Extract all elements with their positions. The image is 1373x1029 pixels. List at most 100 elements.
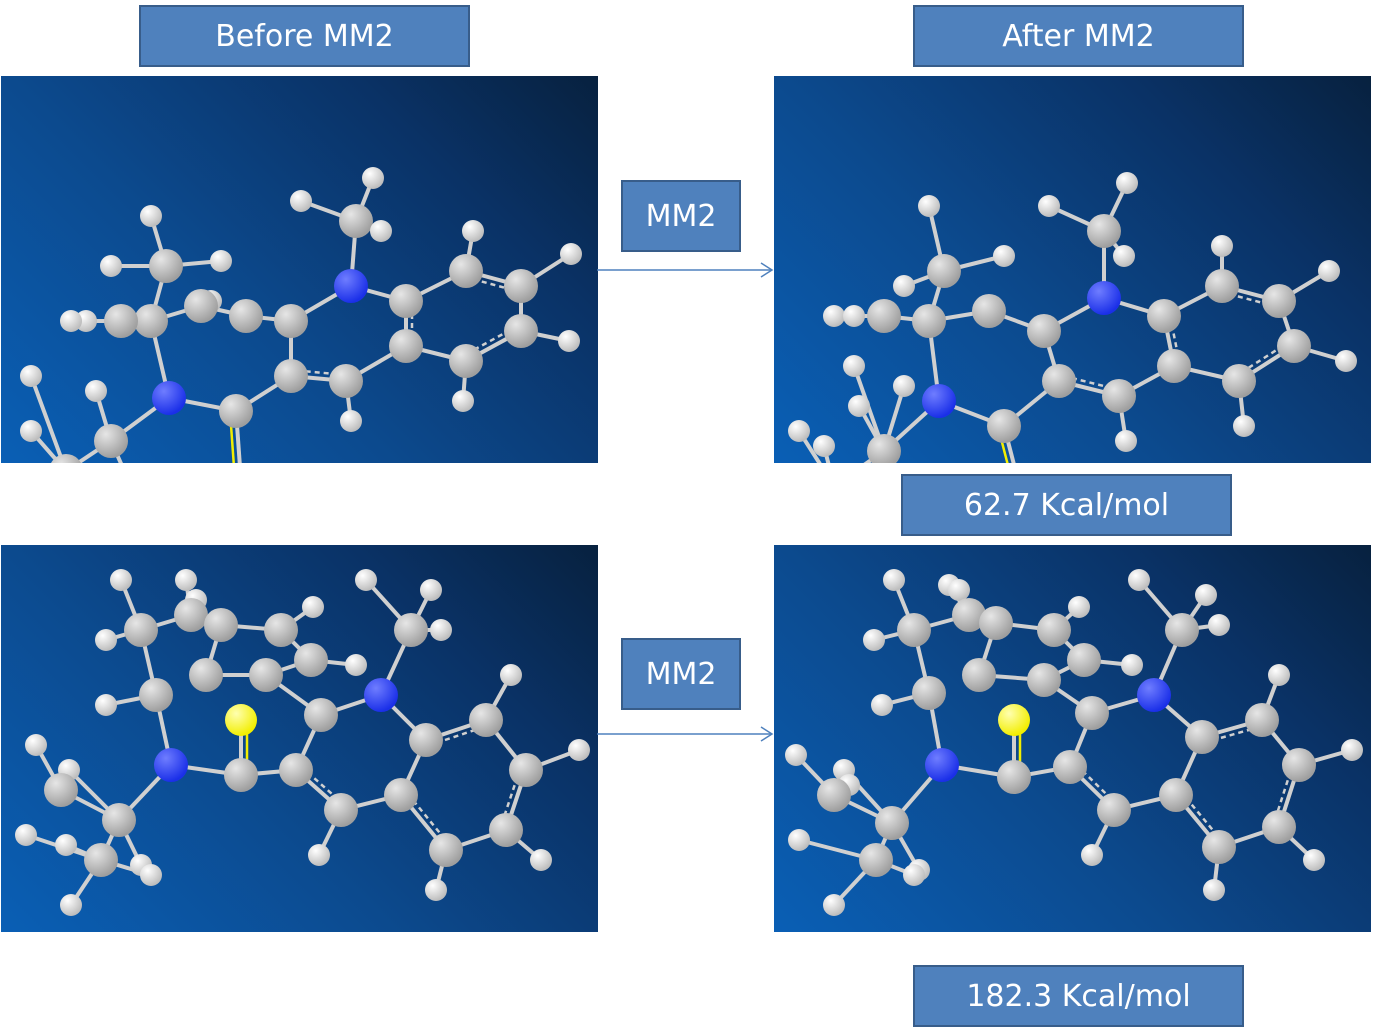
carbon-atom [44, 773, 78, 807]
hydrogen-atom [1068, 596, 1090, 618]
carbon-atom [139, 678, 173, 712]
hydrogen-atom [788, 829, 810, 851]
hydrogen-atom [823, 894, 845, 916]
nitrogen-atom [1087, 281, 1121, 315]
hydrogen-atom [848, 395, 870, 417]
hydrogen-atom [95, 629, 117, 651]
hydrogen-atom [1116, 172, 1138, 194]
energy-label-bottom: 182.3 Kcal/mol [913, 965, 1244, 1027]
carbon-atom [1147, 299, 1181, 333]
hydrogen-atom [60, 310, 82, 332]
carbon-atom [469, 703, 503, 737]
hydrogen-atom [290, 190, 312, 212]
carbon-atom [304, 698, 338, 732]
before-mm2-text: Before MM2 [215, 18, 394, 54]
energy-text-bottom: 182.3 Kcal/mol [966, 978, 1191, 1014]
hydrogen-atom [871, 694, 893, 716]
energy-label-top: 62.7 Kcal/mol [901, 474, 1232, 536]
hydrogen-atom [1128, 569, 1150, 591]
carbon-atom [102, 803, 136, 837]
molecule-top-before-panel [1, 76, 598, 463]
carbon-atom [859, 843, 893, 877]
hydrogen-atom [308, 844, 330, 866]
after-mm2-text: After MM2 [1002, 18, 1155, 54]
molecule-bottom-before-panel [1, 545, 598, 932]
hydrogen-atom [500, 664, 522, 686]
hydrogen-atom [893, 375, 915, 397]
hydrogen-atom [843, 355, 865, 377]
hydrogen-atom [530, 849, 552, 871]
hydrogen-atom [140, 864, 162, 886]
hydrogen-atom [355, 569, 377, 591]
hydrogen-atom [948, 579, 970, 601]
carbon-atom [224, 758, 258, 792]
carbon-atom [394, 613, 428, 647]
hydrogen-atom [302, 596, 324, 618]
carbon-atom [94, 424, 128, 458]
nitrogen-atom [154, 748, 188, 782]
carbon-atom [1262, 284, 1296, 318]
hydrogen-atom [893, 275, 915, 297]
carbon-atom [274, 359, 308, 393]
hydrogen-atom [918, 195, 940, 217]
hydrogen-atom [1208, 614, 1230, 636]
carbon-atom [504, 269, 538, 303]
carbon-atom [389, 329, 423, 363]
carbon-atom [409, 723, 443, 757]
carbon-atom [912, 676, 946, 710]
hydrogen-atom [1115, 430, 1137, 452]
carbon-atom [867, 434, 901, 463]
before-mm2-label: Before MM2 [139, 5, 470, 67]
carbon-atom [51, 454, 81, 463]
molecule-bottom-after-panel [774, 545, 1371, 932]
carbon-atom [294, 643, 328, 677]
hydrogen-atom [15, 824, 37, 846]
hydrogen-atom [1303, 849, 1325, 871]
hydrogen-atom [20, 420, 42, 442]
hydrogen-atom [110, 569, 132, 591]
hydrogen-atom [95, 694, 117, 716]
sulfur-atom [225, 704, 257, 736]
hydrogen-atom [560, 243, 582, 265]
hydrogen-atom [362, 167, 384, 189]
arrow-bottom [597, 726, 774, 742]
hydrogen-atom [175, 569, 197, 591]
carbon-atom [1067, 643, 1101, 677]
carbon-atom [1027, 663, 1061, 697]
molecule-bottom-before [15, 569, 590, 916]
mm2-step-box-top: MM2 [621, 180, 741, 252]
carbon-atom [1087, 214, 1121, 248]
arrow-top [597, 262, 774, 278]
carbon-atom [279, 753, 313, 787]
hydrogen-atom [370, 220, 392, 242]
carbon-atom [1282, 748, 1316, 782]
hydrogen-atom [340, 410, 362, 432]
carbon-atom [1159, 778, 1193, 812]
after-mm2-label: After MM2 [913, 5, 1244, 67]
carbon-atom [1185, 720, 1219, 754]
hydrogen-atom [100, 255, 122, 277]
carbon-atom [1202, 830, 1236, 864]
nitrogen-atom [922, 384, 956, 418]
hydrogen-atom [1341, 739, 1363, 761]
hydrogen-atom [903, 864, 925, 886]
carbon-atom [972, 294, 1006, 328]
carbon-atom [489, 813, 523, 847]
carbon-atom [1053, 750, 1087, 784]
carbon-atom [149, 249, 183, 283]
hydrogen-atom [1081, 844, 1103, 866]
carbon-atom [219, 394, 253, 428]
carbon-atom [1277, 329, 1311, 363]
carbon-atom [389, 284, 423, 318]
hydrogen-atom [20, 365, 42, 387]
mm2-step-box-bottom: MM2 [621, 638, 741, 710]
carbon-atom [264, 613, 298, 647]
mm2-step-text-top: MM2 [645, 198, 717, 234]
nitrogen-atom [334, 269, 368, 303]
hydrogen-atom [1335, 350, 1357, 372]
carbon-atom [249, 658, 283, 692]
hydrogen-atom [1211, 235, 1233, 257]
hydrogen-atom [85, 380, 107, 402]
hydrogen-atom [788, 420, 810, 442]
carbon-atom [1037, 613, 1071, 647]
